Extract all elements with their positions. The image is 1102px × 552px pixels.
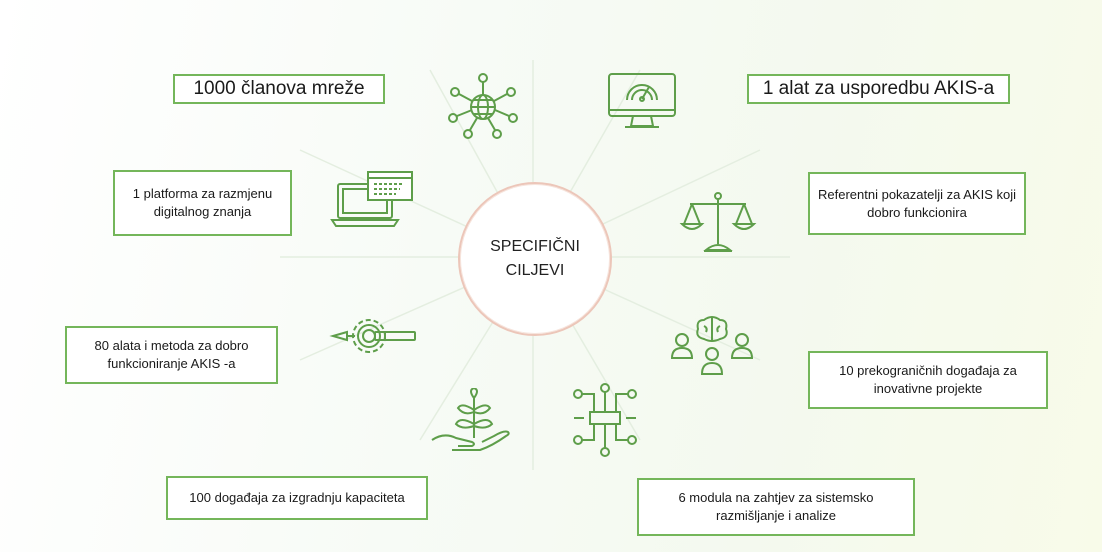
goal-network-members-text: 1000 članova mreže (193, 78, 365, 99)
center-circle: SPECIFIČNI CILJEVI (458, 182, 612, 336)
goal-capacity-events-text: 100 događaja za izgradnju kapaciteta (189, 490, 405, 505)
goal-akis-tool: 1 alat za usporedbu AKIS-a (747, 74, 1010, 104)
goal-capacity-events: 100 događaja za izgradnju kapaciteta (166, 476, 428, 520)
goal-crossborder-events: 10 prekograničnih događaja za inovativne… (808, 351, 1048, 409)
laptop-screens-icon (328, 168, 418, 230)
goal-akis-tool-text: 1 alat za usporedbu AKIS-a (762, 78, 995, 99)
goal-modules: 6 modula na zahtjev za sistemsko razmišl… (637, 478, 915, 536)
goal-benchmarks-text: Referentni pokazatelji za AKIS koji dobr… (818, 186, 1016, 220)
goal-platform: 1 platforma za razmjenu digitalnog znanj… (113, 170, 292, 236)
network-globe-icon (443, 70, 523, 142)
goal-tools-methods-text: 80 alata i metoda za dobro funkcioniranj… (94, 338, 249, 371)
plant-hand-icon (428, 388, 514, 460)
flow-nodes-icon (570, 382, 640, 458)
scales-icon (678, 190, 758, 256)
gear-pen-icon (325, 306, 421, 366)
goal-modules-text: 6 modula na zahtjev za sistemsko razmišl… (678, 490, 874, 523)
monitor-gauge-icon (603, 70, 681, 132)
goal-platform-text: 1 platforma za razmjenu digitalnog znanj… (132, 186, 273, 219)
goal-tools-methods: 80 alata i metoda za dobro funkcioniranj… (65, 326, 278, 384)
brain-team-icon (666, 312, 758, 378)
goal-crossborder-events-text: 10 prekograničnih događaja za inovativne… (839, 363, 1017, 396)
center-title-line1: SPECIFIČNI (490, 238, 580, 255)
goal-benchmarks: Referentni pokazatelji za AKIS koji dobr… (808, 172, 1026, 235)
center-title-line2: CILJEVI (505, 262, 565, 279)
goal-network-members: 1000 članova mreže (173, 74, 385, 104)
